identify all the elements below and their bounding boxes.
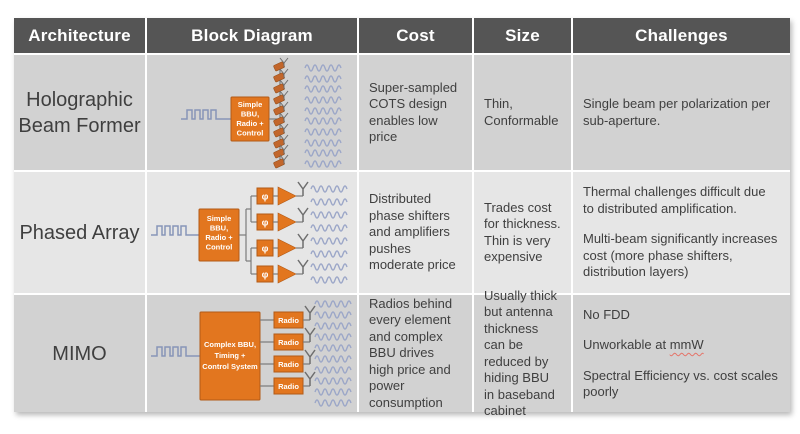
challenge-paragraph: Multi-beam significantly increases cost … bbox=[583, 231, 778, 280]
cost-cell: Distributed phase shifters and amplifier… bbox=[359, 172, 472, 293]
header-label: Block Diagram bbox=[191, 25, 313, 45]
size-text: Thin, Conformable bbox=[484, 96, 559, 128]
size-text: Usually thick but antenna thickness can … bbox=[484, 287, 557, 419]
bbu-box-label: Control bbox=[206, 243, 233, 252]
phased-branch: φ bbox=[251, 233, 309, 258]
block-diagram-holographic: Simple BBU, Radio + Control bbox=[180, 57, 342, 169]
block-diagram-cell: Simple BBU, Radio + Control φ bbox=[147, 172, 357, 293]
phased-branch: φ bbox=[251, 207, 309, 232]
phase-shifter-symbol: φ bbox=[262, 218, 269, 229]
size-cell: Usually thick but antenna thickness can … bbox=[474, 288, 571, 418]
bbu-box-label: Radio + bbox=[205, 233, 233, 242]
cost-text: Super-sampled COTS design enables low pr… bbox=[369, 79, 458, 145]
bbu-box-label: Simple bbox=[207, 214, 232, 223]
challenge-paragraph: Thermal challenges difficult due to dist… bbox=[583, 184, 766, 216]
square-wave-icon bbox=[150, 346, 196, 357]
cost-text: Radios behind every element and complex … bbox=[369, 295, 453, 410]
block-diagram-cell: Simple BBU, Radio + Control bbox=[147, 55, 357, 170]
antenna-icon bbox=[304, 349, 316, 365]
bbu-box bbox=[199, 311, 261, 401]
amplifier-icon bbox=[277, 264, 297, 284]
amplifier-icon bbox=[277, 238, 297, 258]
radio-chain: Radio bbox=[260, 349, 316, 373]
cost-cell: Super-sampled COTS design enables low pr… bbox=[359, 55, 472, 170]
antenna-icon bbox=[297, 207, 309, 223]
challenge-paragraph: Spectral Efficiency vs. cost scales poor… bbox=[583, 367, 778, 400]
header-label: Challenges bbox=[635, 25, 728, 45]
architecture-cell: Phased Array bbox=[14, 172, 145, 293]
phase-shifter-symbol: φ bbox=[262, 192, 269, 203]
architecture-label: Phased Array bbox=[19, 221, 140, 244]
bbu-box-label: BBU, bbox=[241, 110, 259, 119]
radio-label: Radio bbox=[278, 382, 299, 391]
phase-shifter-symbol: φ bbox=[262, 244, 269, 255]
size-text: Trades cost for thickness. Thin is very … bbox=[484, 199, 561, 265]
antenna-icon bbox=[297, 181, 309, 197]
bbu-box-label: Simple bbox=[238, 100, 263, 109]
header-label: Architecture bbox=[28, 25, 131, 45]
header-cell-size: Size bbox=[474, 18, 571, 53]
block-diagram-cell: Complex BBU, Timing + Control System Rad… bbox=[147, 295, 357, 412]
header-cell-architecture: Architecture bbox=[14, 18, 145, 53]
challenges-text: Thermal challenges difficult due to dist… bbox=[583, 184, 780, 281]
antenna-icon bbox=[304, 371, 316, 387]
amplifier-icon bbox=[277, 186, 297, 206]
square-wave-icon bbox=[150, 225, 196, 236]
header-cell-cost: Cost bbox=[359, 18, 472, 53]
challenge-paragraph: Unworkable at mmW bbox=[583, 337, 780, 354]
radio-label: Radio bbox=[278, 338, 299, 347]
challenges-cell: No FDD Unworkable at mmW Spectral Effici… bbox=[573, 295, 790, 412]
radio-chain: Radio bbox=[260, 371, 316, 395]
phased-branch: φ bbox=[251, 181, 309, 206]
header-label: Size bbox=[505, 25, 540, 45]
radio-chain: Radio bbox=[260, 305, 316, 329]
antenna-icon bbox=[304, 305, 316, 321]
distribution-tree bbox=[239, 196, 252, 274]
bbu-box-label: Timing + bbox=[215, 351, 247, 360]
bbu-box-label: Complex BBU, bbox=[204, 340, 256, 349]
challenge-text-prefix: Unworkable at bbox=[583, 337, 670, 352]
radio-label: Radio bbox=[278, 360, 299, 369]
phase-shifter-symbol: φ bbox=[262, 270, 269, 281]
block-diagram-phased-array: Simple BBU, Radio + Control φ bbox=[150, 181, 348, 284]
challenges-cell: Single beam per polarization per sub-ape… bbox=[573, 55, 790, 170]
challenge-paragraph: No FDD bbox=[583, 306, 630, 322]
cost-text: Distributed phase shifters and amplifier… bbox=[369, 191, 456, 273]
phased-branch: φ bbox=[251, 259, 309, 284]
antenna-icon bbox=[297, 259, 309, 275]
size-cell: Trades cost for thickness. Thin is very … bbox=[474, 172, 571, 293]
architecture-label: Holographic Beam Former bbox=[18, 88, 141, 137]
cost-cell: Radios behind every element and complex … bbox=[359, 295, 472, 412]
bbu-box-label: Control System bbox=[202, 362, 258, 371]
radio-chain: Radio bbox=[260, 327, 316, 351]
radio-label: Radio bbox=[278, 316, 299, 325]
comparison-table: Architecture Block Diagram Cost Size Cha… bbox=[14, 18, 790, 418]
challenges-cell: Thermal challenges difficult due to dist… bbox=[573, 172, 790, 293]
block-diagram-mimo: Complex BBU, Timing + Control System Rad… bbox=[150, 300, 352, 407]
radiated-waves bbox=[310, 185, 348, 284]
antenna-icon bbox=[304, 327, 316, 343]
architecture-label: MIMO bbox=[52, 342, 107, 365]
header-cell-block-diagram: Block Diagram bbox=[147, 18, 357, 53]
square-wave-icon bbox=[180, 109, 226, 120]
header-cell-challenges: Challenges bbox=[573, 18, 790, 53]
bbu-box-label: BBU, bbox=[210, 224, 228, 233]
bbu-box-label: Radio + bbox=[236, 119, 264, 128]
challenge-term-mmw: mmW bbox=[669, 337, 704, 352]
antenna-element-array bbox=[272, 57, 289, 169]
architecture-cell: MIMO bbox=[14, 295, 145, 412]
architecture-cell: Holographic Beam Former bbox=[14, 55, 145, 170]
antenna-icon bbox=[297, 233, 309, 249]
challenge-paragraph: Single beam per polarization per sub-ape… bbox=[583, 96, 771, 128]
header-label: Cost bbox=[396, 25, 435, 45]
size-cell: Thin, Conformable bbox=[474, 55, 571, 170]
radiated-waves bbox=[304, 64, 342, 168]
challenges-text: Single beam per polarization per sub-ape… bbox=[583, 96, 780, 129]
bbu-box-label: Control bbox=[237, 129, 264, 138]
amplifier-icon bbox=[277, 212, 297, 232]
challenges-text: No FDD Unworkable at mmW Spectral Effici… bbox=[583, 307, 780, 401]
radiated-waves bbox=[314, 300, 352, 407]
